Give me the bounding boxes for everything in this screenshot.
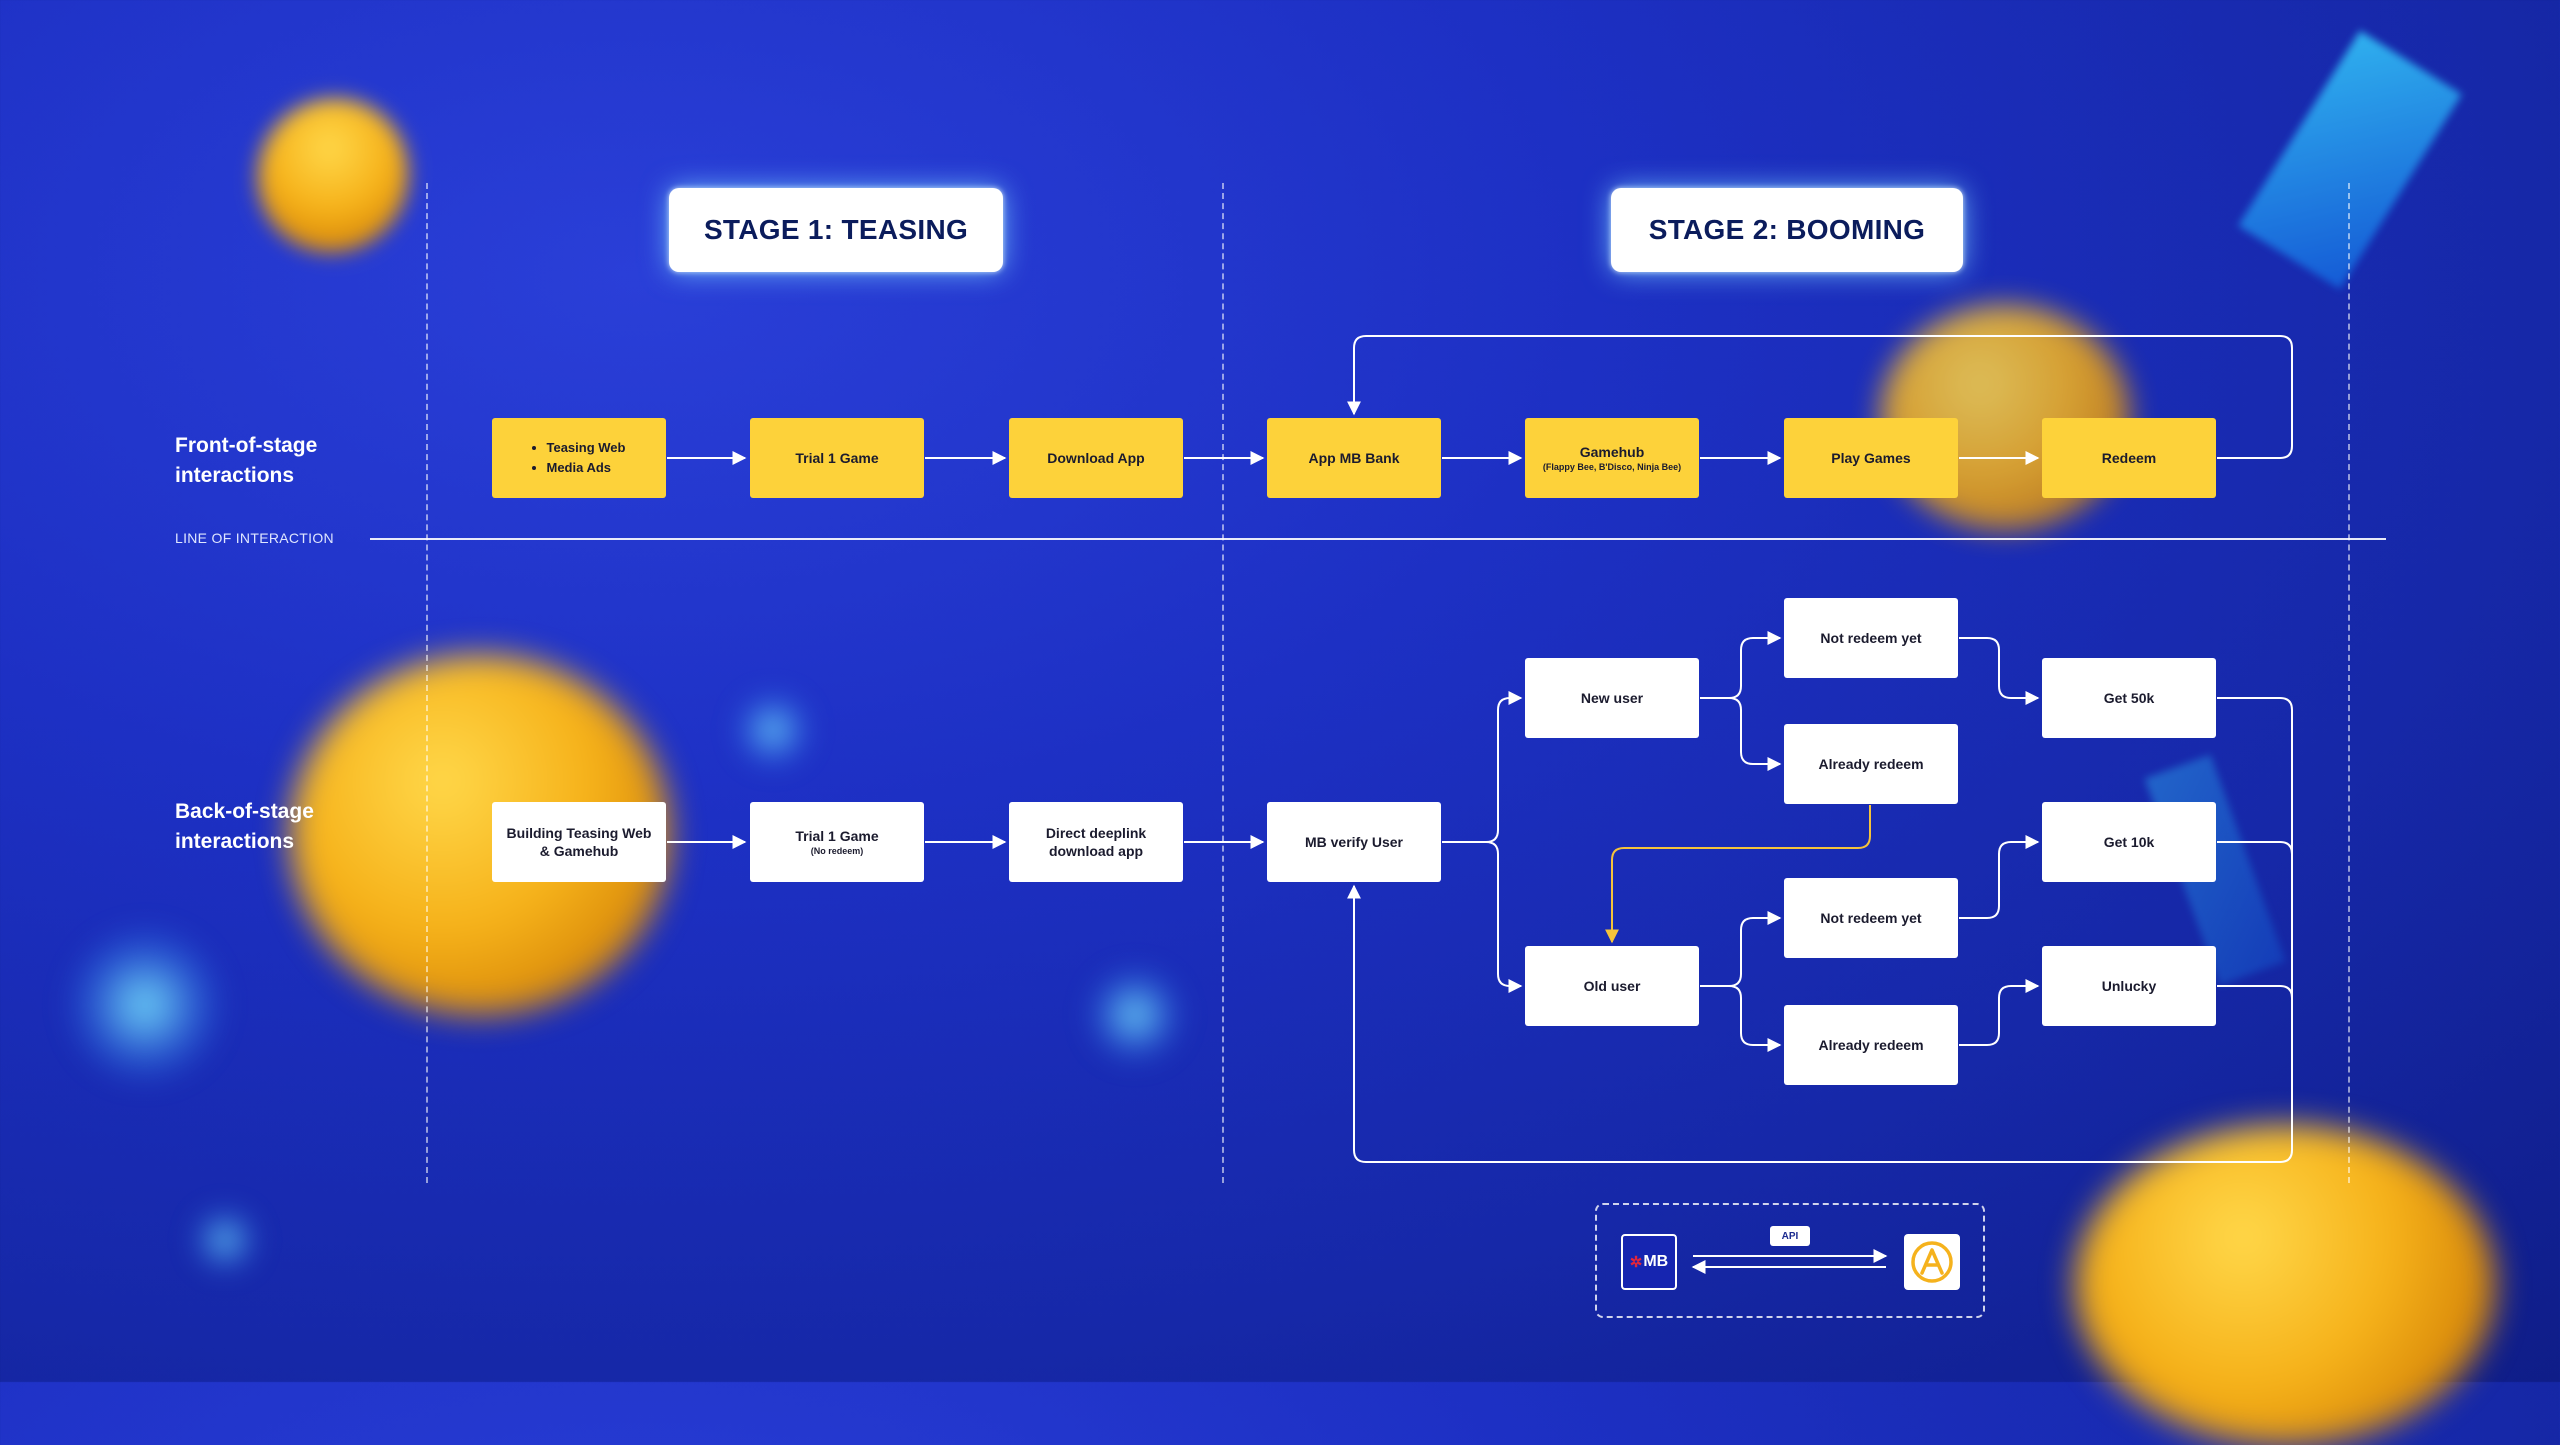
mb-logo-text: MB — [1643, 1253, 1669, 1270]
teasing-list-item: Media Ads — [547, 458, 626, 478]
arrow-already-redeem-to-old-user — [1605, 805, 1871, 944]
node-old-already-redeem: Already redeem — [1784, 1005, 1958, 1085]
mb-bank-logo: ✲ MB — [1621, 1234, 1677, 1290]
node-gamehub: Gamehub (Flappy Bee, B'Disco, Ninja Bee) — [1525, 418, 1699, 498]
node-teasing-web-media-ads: Teasing Web Media Ads — [492, 418, 666, 498]
star-icon: ✲ — [1629, 1254, 1643, 1271]
arrow-old-to-already — [1700, 985, 1782, 1052]
arrow-old-already-to-unlucky — [1959, 979, 2040, 1046]
node-old-not-redeem-yet: Not redeem yet — [1784, 878, 1958, 958]
node-play-games: Play Games — [1784, 418, 1958, 498]
back-stage-label: Back-of-stage interactions — [175, 800, 314, 853]
teasing-list-item: Teasing Web — [547, 438, 626, 458]
gamehub-sublabel: (Flappy Bee, B'Disco, Ninja Bee) — [1542, 462, 1682, 472]
partner-a-icon — [1911, 1241, 1953, 1283]
arrow-not-redeem-to-50k — [1959, 637, 2040, 705]
node-get-10k: Get 10k — [2042, 802, 2216, 882]
loop-redeem-to-app — [1347, 335, 2293, 459]
stage-divider — [1222, 183, 1224, 1183]
stage-1-title: STAGE 1: TEASING — [669, 188, 1003, 272]
gamehub-label: Gamehub — [1579, 444, 1645, 460]
line-of-interaction-label: LINE OF INTERACTION — [175, 530, 334, 546]
node-back-trial-game: Trial 1 Game (No redeem) — [750, 802, 924, 882]
connector-unlucky-to-loop — [2217, 985, 2293, 999]
arrow-new-to-not-redeem — [1700, 631, 1782, 699]
node-old-user: Old user — [1525, 946, 1699, 1026]
back-trial-label: Trial 1 Game — [795, 828, 879, 844]
api-tag: API — [1770, 1226, 1810, 1246]
flow-connectors — [732, 335, 2293, 1274]
node-direct-deeplink: Direct deeplink download app — [1009, 802, 1183, 882]
node-get-50k: Get 50k — [2042, 658, 2216, 738]
stage-2-title: STAGE 2: BOOMING — [1611, 188, 1963, 272]
node-new-already-redeem: Already redeem — [1784, 724, 1958, 804]
api-legend — [1595, 1203, 1985, 1318]
node-new-user: New user — [1525, 658, 1699, 738]
arrow-old-not-redeem-to-10k — [1959, 835, 2040, 919]
node-mb-verify-user: MB verify User — [1267, 802, 1441, 882]
line-of-interaction — [370, 538, 2386, 540]
node-redeem: Redeem — [2042, 418, 2216, 498]
loop-results-to-verify — [1347, 697, 2293, 1163]
node-front-trial-game: Trial 1 Game — [750, 418, 924, 498]
node-building-teasing-web: Building Teasing Web & Gamehub — [492, 802, 666, 882]
arrow-verify-to-old — [1442, 841, 1523, 993]
partner-logo-icon — [1904, 1234, 1960, 1290]
stage-divider — [426, 183, 428, 1183]
stage-divider — [2348, 183, 2350, 1183]
arrow-new-to-already — [1700, 697, 1782, 771]
arrow-verify-to-new — [1442, 691, 1523, 843]
node-unlucky: Unlucky — [2042, 946, 2216, 1026]
connector-10k-to-loop — [2217, 841, 2293, 855]
teasing-list: Teasing Web Media Ads — [533, 438, 626, 478]
node-download-app: Download App — [1009, 418, 1183, 498]
back-trial-sublabel: (No redeem) — [810, 846, 864, 856]
node-app-mb-bank: App MB Bank — [1267, 418, 1441, 498]
node-new-not-redeem-yet: Not redeem yet — [1784, 598, 1958, 678]
arrow-old-to-not-redeem — [1700, 911, 1782, 987]
front-stage-label: Front-of-stage interactions — [175, 434, 318, 487]
